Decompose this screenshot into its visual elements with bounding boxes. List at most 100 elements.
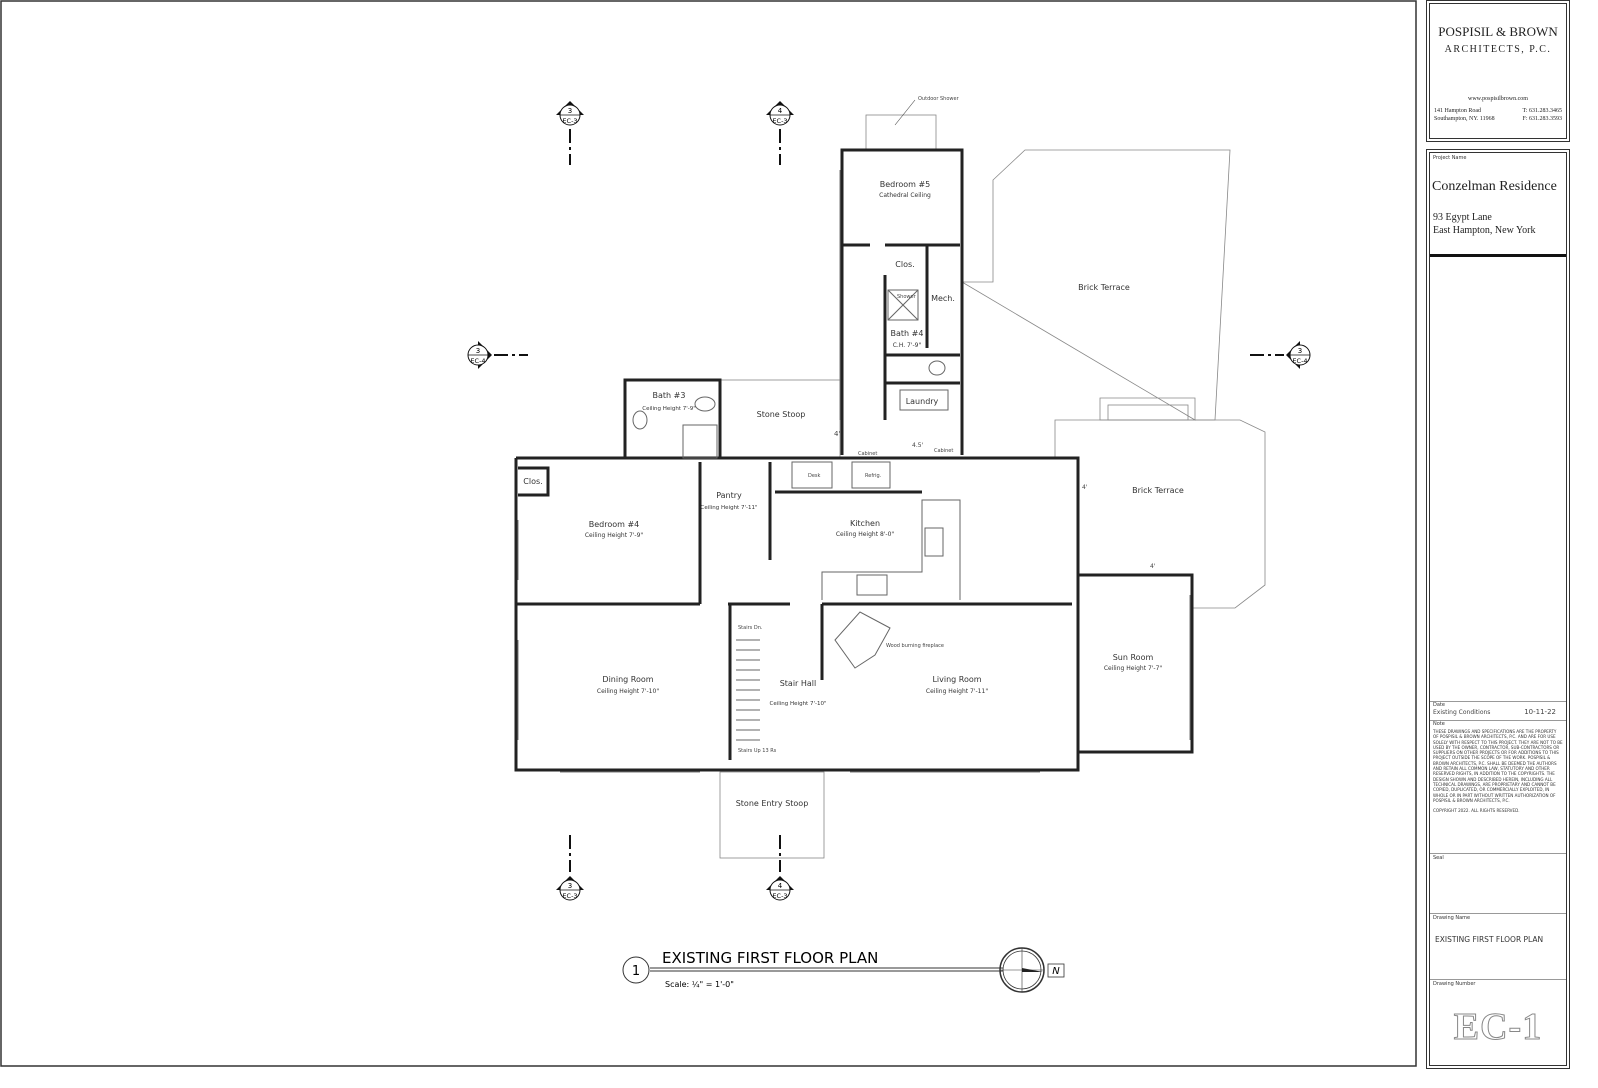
section-marker-number: 3 xyxy=(568,107,572,115)
project-block: Project Name Conzelman Residence 93 Egyp… xyxy=(1426,149,1570,1069)
svg-text:Ceiling Height 7'-7": Ceiling Height 7'-7" xyxy=(1104,665,1163,672)
section-marker: 4 EC-3 xyxy=(766,835,794,901)
drawing-title: 1 EXISTING FIRST FLOOR PLAN Scale: ¼" = … xyxy=(622,947,1065,993)
svg-text:Ceiling Height 7'-11": Ceiling Height 7'-11" xyxy=(926,688,988,695)
firm-block: POSPISIL & BROWN ARCHITECTS, P.C. www.po… xyxy=(1426,0,1570,142)
svg-text:4': 4' xyxy=(1082,484,1088,491)
svg-text:Stair Hall: Stair Hall xyxy=(780,679,817,688)
section-marker-sheet: EC-3 xyxy=(772,892,787,900)
svg-text:C.H. 7'-9": C.H. 7'-9" xyxy=(893,342,922,349)
svg-text:4': 4' xyxy=(834,430,840,438)
firm-fax: F: 631.283.3593 xyxy=(1522,116,1562,122)
drawing-name: EXISTING FIRST FLOOR PLAN xyxy=(1435,935,1544,944)
note-text: THESE DRAWINGS AND SPECIFICATIONS ARE TH… xyxy=(1433,729,1563,803)
shower-stall xyxy=(887,289,919,321)
stair-treads xyxy=(736,639,760,741)
firm-name: POSPISIL & BROWN xyxy=(1438,24,1558,39)
svg-text:Shower: Shower xyxy=(897,294,917,300)
svg-text:Stone Entry Stoop: Stone Entry Stoop xyxy=(736,799,809,808)
fireplace xyxy=(834,611,891,669)
section-marker-number: 3 xyxy=(1298,347,1302,355)
project-name: Conzelman Residence xyxy=(1432,179,1557,194)
room-labels: Bedroom #5 Cathedral Ceiling Clos. Mech.… xyxy=(523,180,1184,808)
stone-entry-stoop xyxy=(719,771,825,859)
outdoor-shower-pad xyxy=(865,114,937,152)
firm-website: www.pospisilbrown.com xyxy=(1468,96,1528,102)
svg-text:Mech.: Mech. xyxy=(931,294,955,303)
svg-text:4': 4' xyxy=(1150,563,1156,570)
date-label: Date xyxy=(1433,702,1445,708)
date-value: 10-11-22 xyxy=(1524,708,1556,716)
project-label: Project Name xyxy=(1433,155,1467,161)
svg-text:Ceiling Height 7'-10": Ceiling Height 7'-10" xyxy=(597,688,659,695)
plan-notes: Outdoor Shower Wood burning fireplace St… xyxy=(738,96,1156,754)
date-description: Existing Conditions xyxy=(1433,709,1491,716)
copyright: COPYRIGHT 2022. ALL RIGHTS RESERVED. xyxy=(1433,808,1520,814)
drawing-title-name: EXISTING FIRST FLOOR PLAN xyxy=(662,949,878,967)
section-marker-number: 3 xyxy=(476,347,480,355)
svg-text:4.5': 4.5' xyxy=(912,442,924,449)
svg-text:Bath #4: Bath #4 xyxy=(891,329,924,338)
firm-address-2: Southampton, NY. 11968 xyxy=(1434,116,1495,122)
svg-text:Cathedral Ceiling: Cathedral Ceiling xyxy=(879,192,931,199)
project-address-1: 93 Egypt Lane xyxy=(1433,212,1492,223)
svg-text:Ceiling Height 8'-0": Ceiling Height 8'-0" xyxy=(836,531,895,538)
svg-text:Laundry: Laundry xyxy=(906,397,939,406)
kitchen-fixtures xyxy=(632,289,961,741)
terrace-step xyxy=(1107,404,1189,421)
svg-text:Cabinet: Cabinet xyxy=(934,448,953,454)
svg-text:Sun Room: Sun Room xyxy=(1113,653,1154,662)
svg-text:Pantry: Pantry xyxy=(716,491,742,500)
note-label: Note xyxy=(1433,721,1445,727)
section-marker-number: 4 xyxy=(778,882,783,890)
divider xyxy=(1430,254,1566,257)
sink xyxy=(924,527,944,557)
svg-text:Outdoor Shower: Outdoor Shower xyxy=(918,96,960,102)
note-section: THESE DRAWINGS AND SPECIFICATIONS ARE TH… xyxy=(1433,729,1563,813)
svg-text:Brick Terrace: Brick Terrace xyxy=(1078,283,1130,292)
svg-text:Ceiling Height 7'-11": Ceiling Height 7'-11" xyxy=(701,505,758,511)
svg-text:Stone Stoop: Stone Stoop xyxy=(757,410,806,419)
svg-text:Brick Terrace: Brick Terrace xyxy=(1132,486,1184,495)
svg-text:Dining Room: Dining Room xyxy=(602,675,653,684)
svg-text:Stairs Dn.: Stairs Dn. xyxy=(738,625,763,631)
firm-subtitle: ARCHITECTS, P.C. xyxy=(1444,44,1552,55)
drawing-name-label: Drawing Name xyxy=(1433,915,1471,921)
project-address-2: East Hampton, New York xyxy=(1433,225,1536,236)
svg-text:Bath #3: Bath #3 xyxy=(653,391,686,400)
svg-text:Ceiling Height 7'-9": Ceiling Height 7'-9" xyxy=(585,532,644,539)
svg-text:Wood burning fireplace: Wood burning fireplace xyxy=(886,643,944,649)
drawing-number-label: Drawing Number xyxy=(1433,981,1476,987)
drawing-number: EC-1 xyxy=(1453,1006,1543,1049)
section-markers: 3 EC-3 4 EC-3 3 EC-3 4 EC-3 3 EC-4 3 EC-… xyxy=(467,101,1311,901)
drawing-scale: Scale: ¼" = 1'-0" xyxy=(665,980,734,989)
stone-stoop xyxy=(719,379,841,459)
svg-text:Stairs Up 13 Rs: Stairs Up 13 Rs xyxy=(738,748,777,754)
svg-text:Bedroom #4: Bedroom #4 xyxy=(589,520,640,529)
svg-text:Ceiling Height 7'-10": Ceiling Height 7'-10" xyxy=(770,701,827,707)
svg-text:Ceiling Height 7'-9": Ceiling Height 7'-9" xyxy=(642,406,696,412)
section-marker-sheet: EC-3 xyxy=(772,117,787,125)
section-marker-sheet: EC-3 xyxy=(562,892,577,900)
brick-terrace-lower xyxy=(1054,419,1266,609)
section-marker-number: 4 xyxy=(778,107,783,115)
svg-text:Living Room: Living Room xyxy=(932,675,981,684)
bath3-shower xyxy=(682,424,718,459)
windows xyxy=(517,170,1191,773)
section-marker-number: 3 xyxy=(568,882,572,890)
section-marker: 3 EC-4 xyxy=(467,341,528,369)
svg-text:Kitchen: Kitchen xyxy=(850,519,880,528)
seal-label: Seal xyxy=(1433,855,1444,861)
firm-address-1: 141 Hampton Road xyxy=(1434,108,1481,114)
section-marker: 3 EC-3 xyxy=(556,835,584,901)
svg-text:Clos.: Clos. xyxy=(523,477,542,486)
north-label: N xyxy=(1052,966,1060,977)
range xyxy=(856,574,888,596)
svg-text:Refrig.: Refrig. xyxy=(865,473,882,479)
drawing-border xyxy=(0,0,1417,1067)
section-marker: 4 EC-3 xyxy=(766,101,794,165)
svg-text:Cabinet: Cabinet xyxy=(858,451,877,457)
section-marker-sheet: EC-4 xyxy=(470,357,485,365)
section-marker: 3 EC-3 xyxy=(556,101,584,165)
